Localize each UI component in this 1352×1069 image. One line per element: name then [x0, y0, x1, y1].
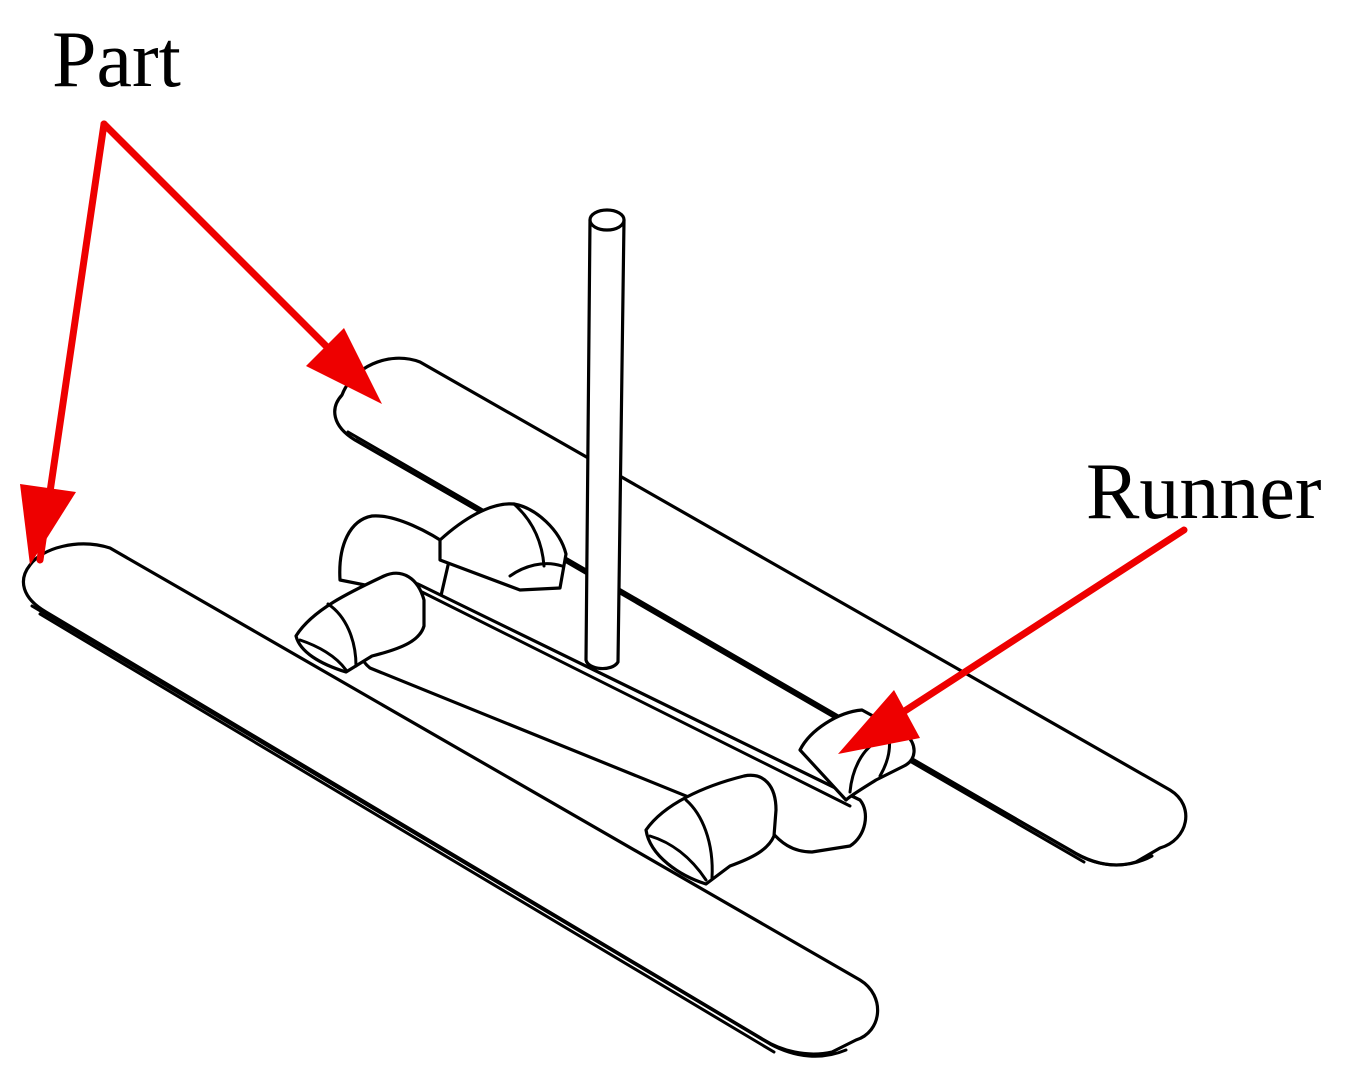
arrowhead-part-front: [20, 484, 76, 565]
gate-stub-back-right: [438, 502, 568, 592]
gate-stub-front-left: [294, 571, 426, 674]
arrowhead-part-back: [306, 328, 382, 404]
arrow-part-to-front: [36, 120, 108, 564]
part-back: [333, 356, 1188, 867]
runner-label: Runner: [1086, 448, 1322, 536]
part-label: Part: [52, 16, 181, 104]
gate-stub-front-right: [644, 773, 778, 886]
sprue: [584, 208, 626, 671]
arrowhead-runner: [838, 690, 920, 754]
arrows: [20, 120, 1188, 754]
arrow-part-to-back: [100, 120, 364, 384]
part-front: [21, 542, 880, 1058]
arrow-runner: [856, 526, 1188, 744]
